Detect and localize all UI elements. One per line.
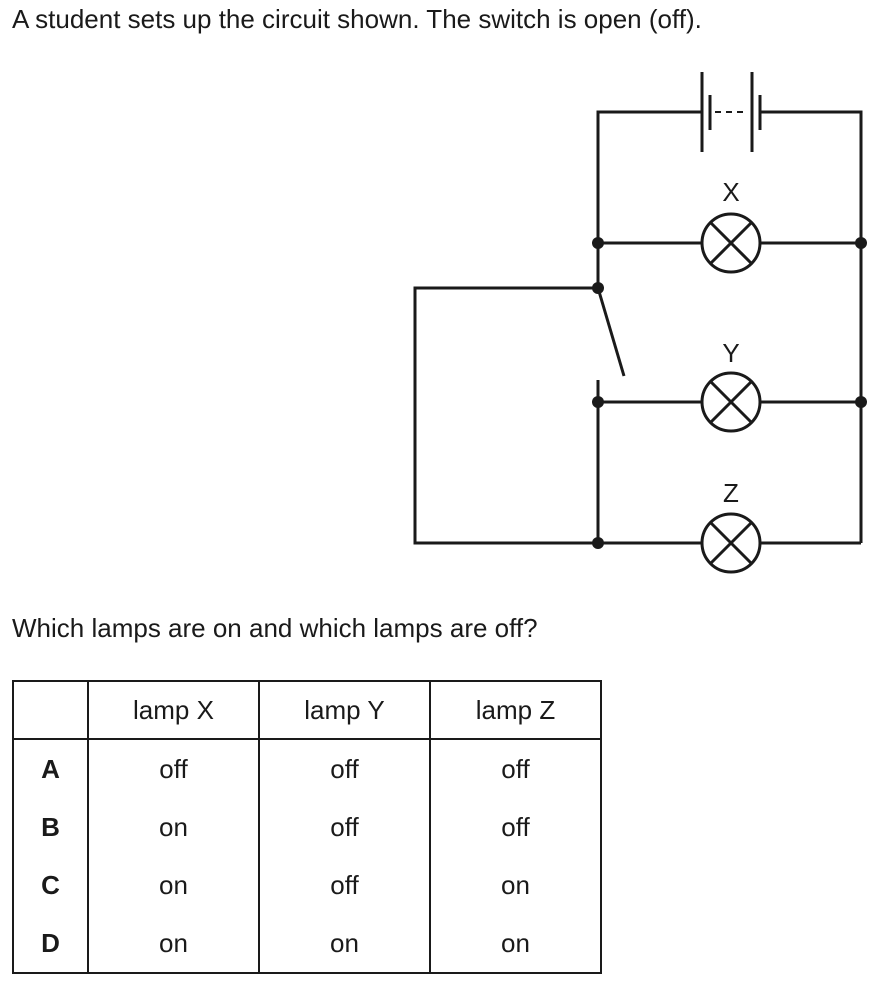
table-header-row: lamp X lamp Y lamp Z [13,681,601,740]
cell-lamp-z: on [429,856,601,914]
lamp-z-icon [700,512,762,574]
table-header-lamp-y: lamp Y [258,681,430,740]
option-letter: A [41,753,60,784]
wire-bypass-loop [413,286,598,545]
wire-battery-right [760,110,863,543]
option-letter: B [41,811,60,842]
table-header-blank [13,681,88,740]
battery-icon [700,72,762,152]
table-row-option-d: D on on on [13,914,601,973]
question-text: Which lamps are on and which lamps are o… [12,613,538,643]
cell-lamp-x: on [87,914,259,973]
junction-dot [855,396,867,408]
cell-lamp-z: off [429,798,601,856]
lamp-x-icon [700,212,762,274]
table-row-option-a: A off off off [13,739,601,798]
cell-lamp-y: off [258,739,430,798]
junction-dot [855,237,867,249]
cell-lamp-x: on [87,856,259,914]
table-row-option-c: C on off on [13,856,601,914]
lamp-z-label: Z [723,478,739,508]
cell-lamp-y: off [258,798,430,856]
table-header-lamp-x: lamp X [87,681,259,740]
option-letter: C [41,869,60,900]
cell-lamp-z: on [429,914,601,973]
circuit-diagram: X Y Z [413,72,867,574]
cell-lamp-y: off [258,856,430,914]
lamp-y-label: Y [722,338,739,368]
junction-dot [592,282,604,294]
junction-dot [592,537,604,549]
option-letter: D [41,927,60,958]
table-row-option-b: B on off off [13,798,601,856]
table-header-lamp-z: lamp Z [429,681,601,740]
cell-lamp-x: off [87,739,259,798]
answer-table: lamp X lamp Y lamp Z A off off off B on … [12,680,602,974]
wire-battery-left [596,110,702,243]
cell-lamp-z: off [429,739,601,798]
lamp-y-icon [700,371,762,433]
cell-lamp-x: on [87,798,259,856]
switch-icon [596,287,626,377]
intro-text: A student sets up the circuit shown. The… [12,4,702,34]
junction-dot [592,237,604,249]
junction-dots [592,237,867,549]
cell-lamp-y: on [258,914,430,973]
lamp-x-label: X [722,177,739,207]
junction-dot [592,396,604,408]
